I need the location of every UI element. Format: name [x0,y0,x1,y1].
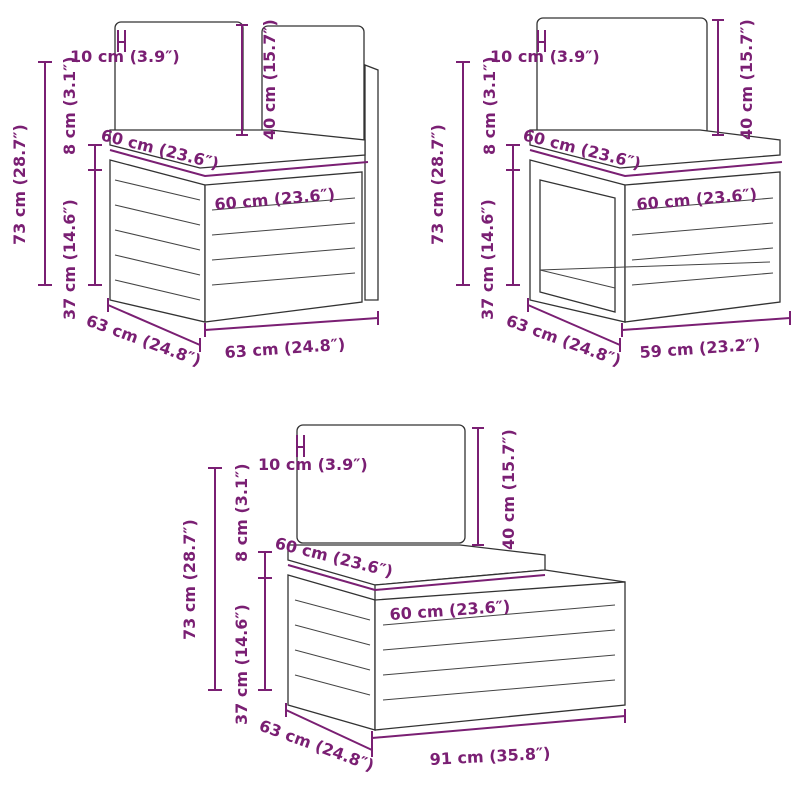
dimension-lines [456,19,791,352]
back-thickness-label: 10 cm (3.9″) [490,47,600,66]
width-label: 63 cm (24.8″) [224,335,346,362]
width-label: 59 cm (23.2″) [639,335,761,362]
side-table-module: 10 cm (3.9″) 40 cm (15.7″) 73 cm (28.7″)… [180,424,626,775]
width-label: 91 cm (35.8″) [429,744,551,769]
back-thickness-label: 10 cm (3.9″) [70,47,180,66]
furniture-drawing [109,21,379,323]
seat-height-label: 37 cm (14.6″) [478,199,497,320]
back-height-label: 40 cm (15.7″) [737,19,756,140]
cushion-height-label: 8 cm (3.1″) [232,463,251,562]
cushion-height-label: 8 cm (3.1″) [480,56,499,155]
back-height-label: 40 cm (15.7″) [260,19,279,140]
back-height-label: 40 cm (15.7″) [499,429,518,550]
seat-height-label: 37 cm (14.6″) [232,604,251,725]
dimension-lines [38,24,379,352]
back-thickness-label: 10 cm (3.9″) [258,455,368,474]
cushion-height-label: 8 cm (3.1″) [60,56,79,155]
total-height-label: 73 cm (28.7″) [428,124,447,245]
total-height-label: 73 cm (28.7″) [180,519,199,640]
total-height-label: 73 cm (28.7″) [10,124,29,245]
dimension-lines [208,427,626,757]
furniture-drawing [529,17,781,323]
middle-module: 10 cm (3.9″) 40 cm (15.7″) 73 cm (28.7″)… [428,17,791,370]
corner-module: 10 cm (3.9″) 40 cm (15.7″) 73 cm (28.7″)… [10,19,379,370]
furniture-drawing [287,424,626,731]
seat-height-label: 37 cm (14.6″) [60,199,79,320]
